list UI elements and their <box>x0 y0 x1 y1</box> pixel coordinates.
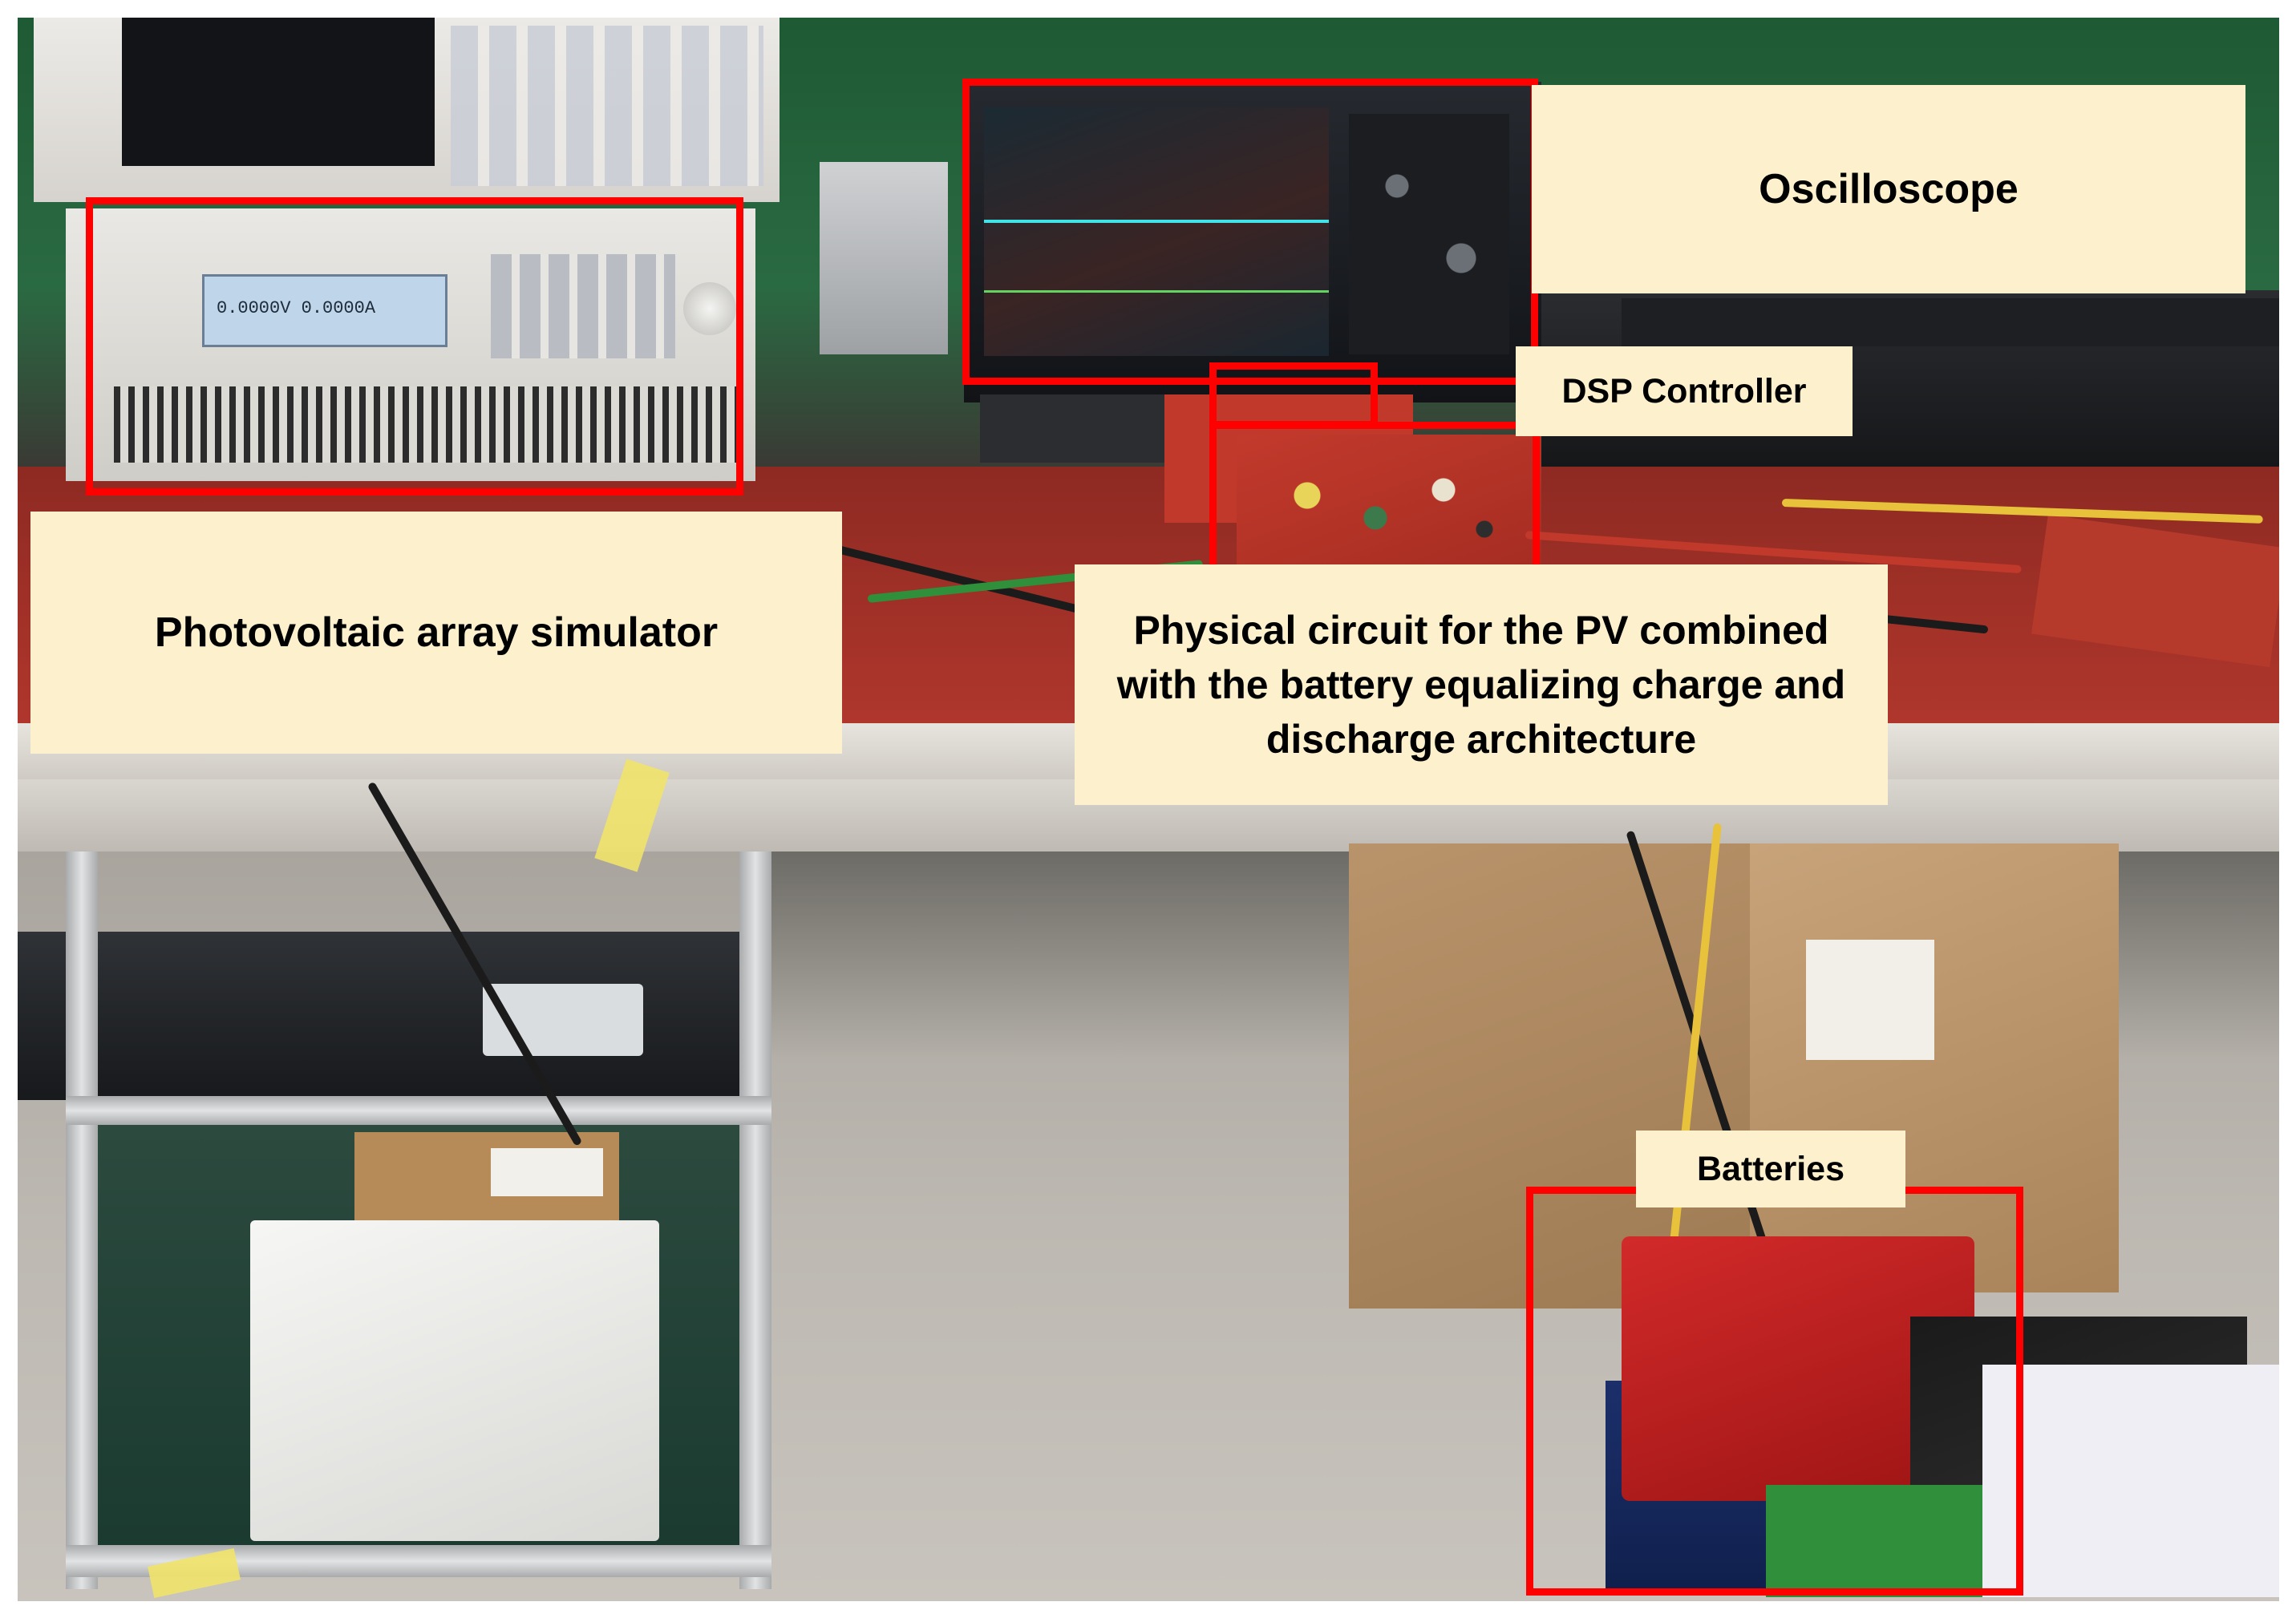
pv-simulator-highlight <box>86 197 743 496</box>
frame-rail <box>66 1096 771 1125</box>
dc-supply-keypad <box>491 254 675 358</box>
box-label <box>1806 940 1934 1060</box>
frame-leg <box>739 851 771 1589</box>
oscilloscope-trace-cyan <box>984 220 1329 223</box>
physical-circuit-label: Physical circuit for the PV combined wit… <box>1075 564 1888 805</box>
foam-block <box>250 1220 659 1541</box>
batteries-label-text: Batteries <box>1696 1149 1845 1188</box>
cardboard-box <box>1750 843 2119 1292</box>
oscilloscope-screen <box>984 107 1329 356</box>
batteries-label: Batteries <box>1636 1131 1905 1207</box>
batteries-highlight <box>1526 1187 2023 1596</box>
dc-supply-knob <box>683 282 736 335</box>
pv-simulator-label: Photovoltaic array simulator <box>30 512 842 754</box>
oscilloscope-highlight <box>962 79 1538 385</box>
battery-spec-sheet <box>1982 1365 2279 1597</box>
pv-simulator-label-text: Photovoltaic array simulator <box>154 609 719 656</box>
electronic-load-panel <box>1622 298 2279 346</box>
current-probe-box <box>820 162 948 354</box>
oscilloscope-label: Oscilloscope <box>1532 85 2245 293</box>
dc-supply-readout: 0.0000V 0.0000A <box>217 298 376 318</box>
oscilloscope-trace-green <box>984 290 1329 293</box>
dsp-controller-label: DSP Controller <box>1516 346 1853 436</box>
physical-circuit-label-text: Physical circuit for the PV combined wit… <box>1116 608 1846 762</box>
dsp-controller-highlight <box>1209 362 1378 428</box>
physical-circuit-highlight <box>1209 422 1540 574</box>
circuit-components <box>1253 451 1525 563</box>
oscilloscope-label-text: Oscilloscope <box>1759 166 2019 212</box>
dsp-controller-label-text: DSP Controller <box>1561 371 1807 411</box>
dc-supply-vents <box>114 386 739 463</box>
battery-green-label <box>1766 1485 2006 1597</box>
frame-leg <box>66 851 98 1589</box>
rack-power-supply <box>18 932 771 1100</box>
oscilloscope-controls <box>1349 114 1509 354</box>
package-label <box>491 1148 603 1196</box>
power-meter-keys <box>451 26 763 186</box>
dc-supply-display <box>202 274 447 347</box>
power-meter-screen <box>122 18 435 166</box>
cardboard-box <box>1349 843 1798 1309</box>
